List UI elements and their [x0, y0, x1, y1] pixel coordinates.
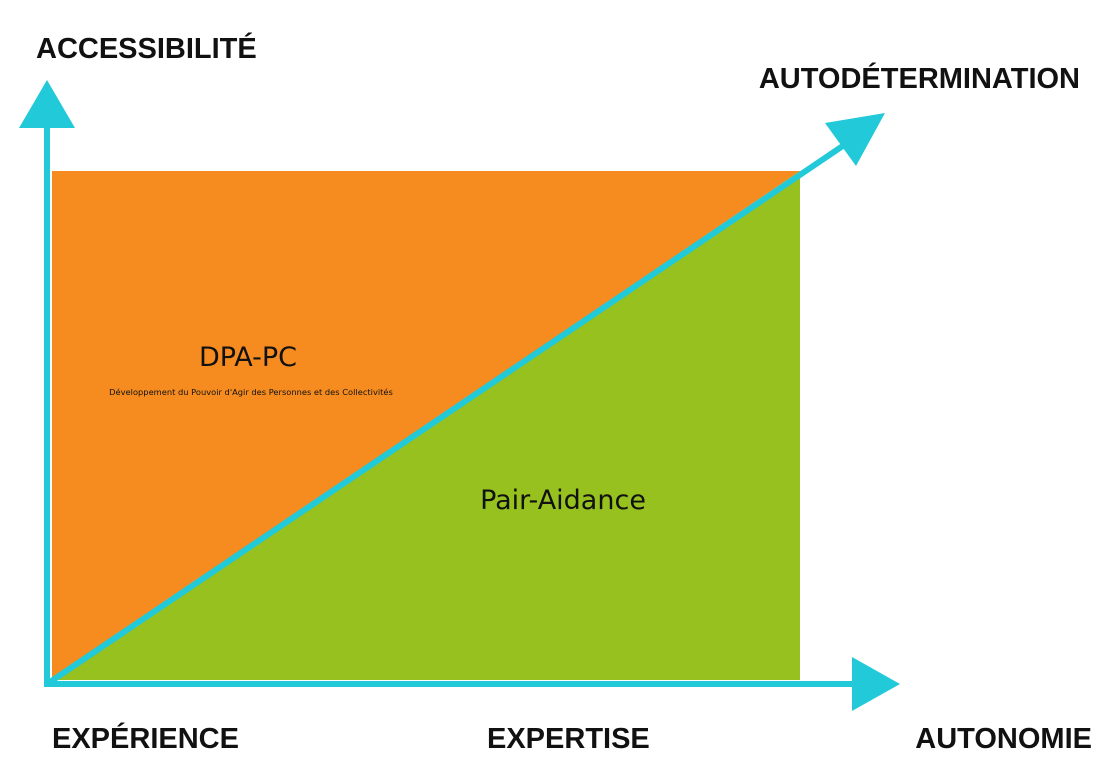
- pair-aidance-title: Pair-Aidance: [480, 485, 646, 516]
- dpa-pc-title: DPA-PC: [199, 342, 297, 373]
- dpa-pc-subtitle: Développement du Pouvoir d'Agir des Pers…: [109, 387, 393, 397]
- diagonal-axis-arrowhead: [825, 113, 885, 166]
- label-expertise: EXPERTISE: [487, 723, 650, 755]
- x-axis-arrowhead: [852, 657, 900, 711]
- diagonal-axis-line: [48, 134, 858, 685]
- label-experience: EXPÉRIENCE: [52, 721, 239, 755]
- label-accessibilite: ACCESSIBILITÉ: [36, 31, 257, 65]
- label-autonomie: AUTONOMIE: [915, 723, 1092, 755]
- y-axis-arrowhead: [19, 80, 75, 128]
- label-autodetermination: AUTODÉTERMINATION: [759, 61, 1080, 95]
